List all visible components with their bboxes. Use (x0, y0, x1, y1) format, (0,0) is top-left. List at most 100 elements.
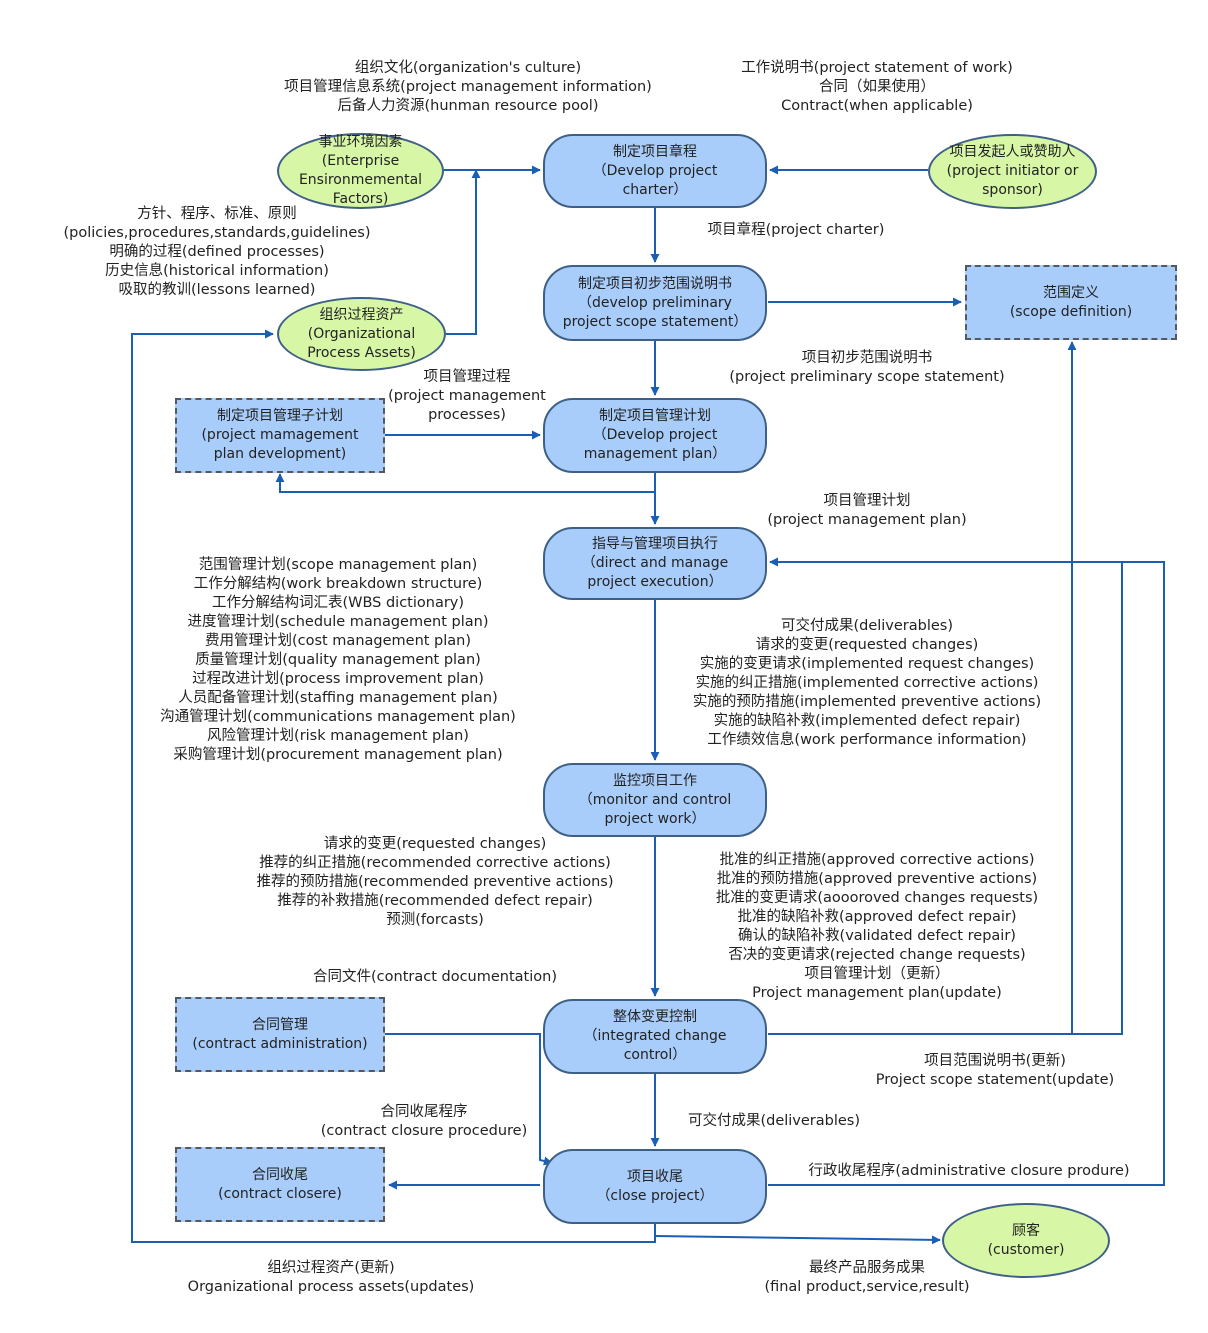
contract-admin-box: 合同管理 (contract administration) (175, 997, 385, 1072)
label-prelim-scope-line-1: 项目初步范围说明书 (801, 350, 933, 366)
edge-assets-to-charter (446, 169, 481, 335)
close-project-line-2: （close project） (596, 1187, 714, 1204)
label-recommended: 请求的变更(requested changes) 推荐的纠正措施(recomme… (257, 835, 614, 930)
label-opa-update-line-1: 组织过程资产(更新) (267, 1260, 395, 1276)
label-deliverables-out-line-4: 实施的纠正措施(implemented corrective actions) (695, 675, 1039, 691)
label-scope-update-line-1: 项目范围说明书(更新) (924, 1053, 1066, 1069)
enterprise-line-1: 事业环境因素 (318, 134, 403, 150)
label-approved-line-8: Project management plan(update) (752, 985, 1002, 1001)
label-opa-update-line-2: Organizational process assets(updates) (187, 1279, 475, 1295)
label-subplans-line-3: 工作分解结构词汇表(WBS dictionary) (211, 595, 465, 611)
sponsor-ellipse: 项目发起人或赞助人 (project initiator or sponsor) (928, 134, 1097, 209)
monitor-control-line-2: （monitor and control (578, 791, 732, 808)
enterprise-factors-ellipse: 事业环境因素 (Enterprise Ensironmemental Facto… (277, 133, 444, 209)
label-recommended-line-4: 推荐的补救措施(recommended defect repair) (277, 893, 593, 909)
label-deliverables-out: 可交付成果(deliverables) 请求的变更(requested chan… (693, 617, 1041, 750)
org-assets-line-3: Process Assets) (307, 344, 416, 361)
subplan-line-1: 制定项目管理子计划 (217, 408, 343, 424)
label-culture-line-2: 项目管理信息系统(project management information) (284, 79, 652, 95)
enterprise-line-3: Ensironmemental (298, 172, 423, 188)
preliminary-scope-line-2: （develop preliminary (578, 294, 732, 311)
pm-plan-line-3: management plan） (583, 446, 727, 462)
label-pm-plan-line-2: (project management plan) (767, 512, 967, 528)
label-culture-line-1: 组织文化(organization's culture) (354, 60, 582, 76)
label-pm-processes-line-1: 项目管理过程 (423, 369, 511, 385)
label-approved-line-6: 否决的变更请求(rejected change requests) (728, 947, 1026, 963)
integrated-change-line-1: 整体变更控制 (613, 1009, 697, 1025)
close-project-process: 项目收尾 （close project） (543, 1149, 767, 1224)
label-deliverables-out-line-5: 实施的预防措施(implemented preventive actions) (692, 694, 1042, 710)
label-deliverables-line-1: 可交付成果(deliverables) (687, 1113, 861, 1129)
label-policies-line-2: (policies,procedures,standards,guideline… (63, 225, 371, 241)
sponsor-line-3: sponsor) (982, 182, 1043, 198)
label-closure-proc: 合同收尾程序 (contract closure procedure) (321, 1103, 528, 1141)
direct-manage-line-3: project execution） (587, 574, 723, 590)
preliminary-scope-line-1: 制定项目初步范围说明书 (578, 275, 732, 292)
label-approved-line-4: 批准的缺陷补救(approved defect repair) (737, 909, 1017, 925)
label-subplans-line-7: 过程改进计划(process improvement plan) (192, 671, 484, 687)
label-approved-line-7: 项目管理计划（更新） (804, 966, 950, 982)
scope-definition-line-2: (scope definition) (1009, 303, 1133, 320)
label-final-product-line-1: 最终产品服务成果 (809, 1260, 925, 1276)
label-final-product-line-2: (final product,service,result) (764, 1279, 970, 1295)
label-pm-processes-line-2: (project management (388, 388, 546, 404)
enterprise-line-4: Factors) (332, 191, 389, 207)
customer-line-2: (customer) (987, 1241, 1065, 1258)
develop-charter-line-2: （Develop project (592, 162, 718, 179)
label-pm-plan-line-1: 项目管理计划 (823, 493, 911, 509)
develop-charter-process: 制定项目章程 （Develop project charter） (543, 134, 767, 208)
edge-plan-to-subplan (275, 473, 656, 493)
enterprise-line-2: (Enterprise (321, 153, 400, 169)
label-charter: 项目章程(project charter) (708, 221, 885, 240)
label-approved-line-5: 确认的缺陷补救(validated defect repair) (738, 928, 1016, 944)
label-subplans-line-8: 人员配备管理计划(staffing management plan) (178, 690, 498, 706)
label-culture-line-3: 后备人力资源(hunman resource pool) (337, 98, 599, 114)
scope-definition-line-1: 范围定义 (1043, 284, 1099, 301)
label-policies-line-3: 明确的过程(defined processes) (109, 244, 325, 260)
label-policies-line-4: 历史信息(historical information) (105, 263, 329, 279)
label-subplans-line-2: 工作分解结构(work breakdown structure) (193, 576, 483, 592)
subplan-box: 制定项目管理子计划 (project mamagement plan devel… (175, 398, 385, 473)
preliminary-scope-process: 制定项目初步范围说明书 （develop preliminary project… (543, 265, 767, 341)
org-assets-line-1: 组织过程资产 (319, 306, 404, 323)
edge-change-to-execution (769, 557, 1123, 1035)
label-admin-closure: 行政收尾程序(administrative closure produre) (808, 1162, 1129, 1181)
label-culture: 组织文化(organization's culture) 项目管理信息系统(pr… (284, 59, 652, 116)
preliminary-scope-line-3: project scope statement） (562, 313, 748, 330)
contract-admin-line-1: 合同管理 (252, 1016, 308, 1033)
scope-definition-box: 范围定义 (scope definition) (965, 265, 1177, 340)
develop-charter-line-1: 制定项目章程 (613, 143, 697, 160)
label-scope-update: 项目范围说明书(更新) Project scope statement(upda… (876, 1052, 1114, 1090)
label-deliverables-out-line-6: 实施的缺陷补救(implemented defect repair) (713, 713, 1021, 729)
label-prelim-scope-line-2: (project preliminary scope statement) (729, 369, 1005, 385)
label-sow-line-3: Contract(when applicable) (781, 98, 973, 114)
label-subplans-line-6: 质量管理计划(quality management plan) (195, 652, 481, 668)
label-pm-processes-line-3: processes) (428, 407, 506, 423)
label-deliverables-out-line-7: 工作绩效信息(work performance information) (707, 732, 1027, 748)
label-charter-line-1: 项目章程(project charter) (707, 222, 885, 238)
direct-manage-process: 指导与管理项目执行 （direct and manage project exe… (543, 527, 767, 600)
label-policies-line-5: 吸取的教训(lessons learned) (118, 282, 316, 298)
label-sow-line-2: 合同（如果使用） (819, 79, 935, 95)
label-contract-doc: 合同文件(contract documentation) (313, 968, 557, 987)
contract-closure-line-1: 合同收尾 (252, 1166, 308, 1183)
label-sow: 工作说明书(project statement of work) 合同（如果使用… (741, 59, 1013, 116)
label-approved: 批准的纠正措施(approved corrective actions) 批准的… (716, 851, 1038, 1003)
org-assets-ellipse: 组织过程资产 (Organizational Process Assets) (277, 297, 446, 371)
label-admin-closure-line-1: 行政收尾程序(administrative closure produre) (808, 1163, 1130, 1179)
label-recommended-line-3: 推荐的预防措施(recommended preventive actions) (256, 874, 614, 890)
label-pm-processes: 项目管理过程 (project management processes) (388, 368, 546, 425)
close-project-line-1: 项目收尾 (627, 1168, 683, 1185)
label-subplans-line-4: 进度管理计划(schedule management plan) (187, 614, 489, 630)
direct-manage-line-2: （direct and manage (581, 555, 729, 571)
label-deliverables-out-line-2: 请求的变更(requested changes) (755, 637, 979, 653)
label-recommended-line-2: 推荐的纠正措施(recommended corrective actions) (259, 855, 611, 871)
contract-closure-box: 合同收尾 (contract closere) (175, 1147, 385, 1222)
edge-close-to-customer (654, 1235, 941, 1245)
edge-contract-admin-to-close (385, 1033, 553, 1166)
label-closure-proc-line-2: (contract closure procedure) (320, 1123, 528, 1139)
label-subplans-line-9: 沟通管理计划(communications management plan) (160, 709, 516, 725)
label-deliverables: 可交付成果(deliverables) (688, 1112, 860, 1131)
label-approved-line-2: 批准的预防措施(approved preventive actions) (716, 871, 1038, 887)
